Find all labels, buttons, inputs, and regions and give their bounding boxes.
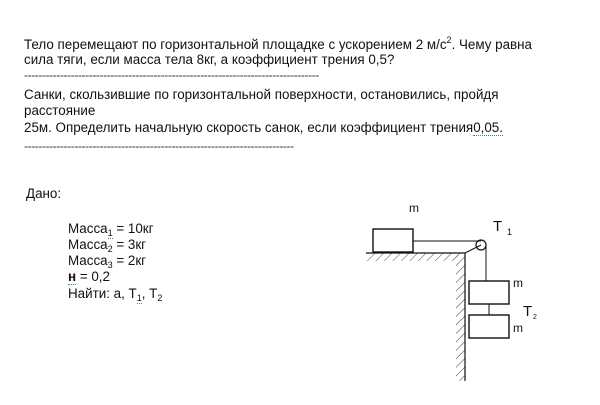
find-subscript-2: 2 bbox=[157, 293, 163, 303]
hanging-block-2 bbox=[468, 314, 510, 339]
find-label: Найти: а, Т bbox=[68, 286, 137, 301]
label-m-bottom: m bbox=[513, 321, 523, 335]
problem1-line2: сила тяги, если масса тела 8кг, а коэффи… bbox=[24, 52, 395, 67]
mass1-subscript: 1 bbox=[107, 228, 113, 239]
mass1-value: = 10кг bbox=[112, 221, 154, 236]
problem1-text-a: Тело перемещают по горизонтальной площад… bbox=[24, 37, 447, 52]
given-mass3: Масса3 = 2кг bbox=[68, 253, 147, 270]
label-m-top: m bbox=[409, 201, 419, 215]
label-t1: T bbox=[493, 218, 502, 235]
block-on-table bbox=[372, 228, 414, 253]
mu-symbol: н bbox=[68, 269, 77, 285]
problem2-line2: расстояние bbox=[24, 103, 96, 118]
problem1-text-b: . Чему равна bbox=[451, 37, 532, 52]
find-subscript-1: 1 bbox=[136, 293, 142, 304]
problem1-line1: Тело перемещают по горизонтальной площад… bbox=[24, 35, 532, 53]
separator-1: ----------------------------------------… bbox=[24, 68, 319, 82]
label-t1-sub: 1 bbox=[507, 227, 512, 237]
mass2-value: = 3кг bbox=[112, 237, 147, 252]
label-t2: T bbox=[523, 303, 532, 320]
wall-hatching bbox=[456, 253, 465, 381]
label-t2-sub: 2 bbox=[533, 314, 537, 321]
separator-2: ----------------------------------------… bbox=[24, 139, 294, 153]
problem2-line1: Санки, скользившие по горизонтальной пов… bbox=[24, 87, 499, 102]
pulley-mount bbox=[464, 244, 482, 254]
mass2-subscript: 2 bbox=[107, 244, 113, 254]
given-mass2: Масса2 = 3кг bbox=[68, 237, 147, 254]
given-find: Найти: а, Т1, Т2 bbox=[68, 286, 163, 304]
mass1-label: Масса bbox=[68, 221, 108, 236]
problem2-line3: 25м. Определить начальную скорость санок… bbox=[24, 120, 503, 136]
given-mu: н = 0,2 bbox=[68, 269, 110, 285]
mass3-subscript: 3 bbox=[107, 260, 113, 270]
problem1-superscript: 2 bbox=[446, 35, 452, 45]
given-title: Дано: bbox=[26, 186, 62, 201]
problem2-text-a: 25м. Определить начальную скорость санок… bbox=[24, 120, 474, 135]
mu-value: = 0,2 bbox=[76, 269, 110, 284]
hanging-block-1 bbox=[468, 280, 510, 305]
find-mid: , Т bbox=[141, 286, 158, 301]
problem2-text-b: 0,05. bbox=[473, 120, 503, 136]
table-hatching bbox=[366, 253, 458, 261]
mass3-label: Масса bbox=[68, 253, 108, 268]
mass3-value: = 2кг bbox=[112, 253, 147, 268]
given-mass1: Масса1 = 10кг bbox=[68, 221, 154, 239]
mass2-label: Масса bbox=[68, 237, 108, 252]
label-m-mid: m bbox=[513, 276, 523, 290]
